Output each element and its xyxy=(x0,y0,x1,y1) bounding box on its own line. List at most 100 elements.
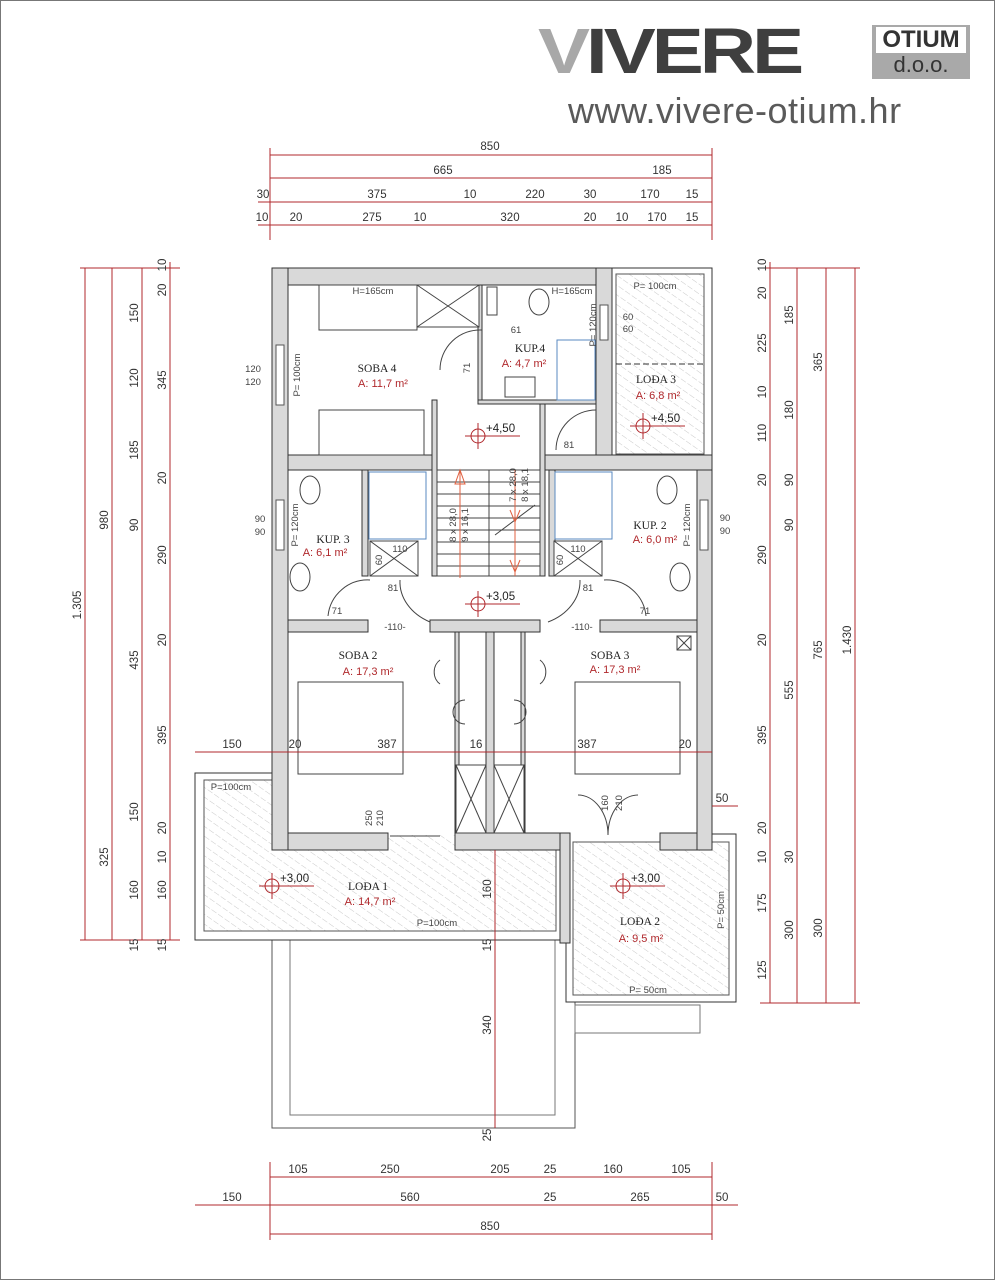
dimension-label: 25 xyxy=(544,1164,557,1176)
dimension-label: 10 xyxy=(157,259,169,272)
dimension-label: 15 xyxy=(482,939,494,952)
staircase xyxy=(436,468,541,578)
logo-otium: OTIUM xyxy=(876,27,966,53)
dimension-label: 20 xyxy=(157,822,169,835)
dimension-label: 90 xyxy=(784,474,796,487)
plan-annotation: 61 xyxy=(511,325,522,336)
room-area: A: 14,7 m² xyxy=(345,896,396,908)
plan-annotation: P= 100cm xyxy=(633,281,676,292)
dimension-label: 290 xyxy=(157,545,169,564)
room-area: A: 11,7 m² xyxy=(358,378,408,390)
dimension-label: 555 xyxy=(784,680,796,699)
room-name: LOĐA 1 xyxy=(348,881,388,893)
room-area: A: 6,8 m² xyxy=(636,390,681,402)
plan-annotation: 110 xyxy=(570,544,585,555)
logo-doo: d.o.o. xyxy=(893,52,949,77)
toilet-kup-4 xyxy=(528,288,550,316)
dimension-label: 10 xyxy=(256,212,269,224)
dimension-label: 120 xyxy=(129,368,141,387)
dimension-label: 20 xyxy=(757,634,769,647)
dimension-label: 160 xyxy=(603,1164,622,1176)
room-name: LOĐA 3 xyxy=(636,374,676,386)
dimension-label: 20 xyxy=(157,284,169,297)
plan-annotation: 250 xyxy=(364,810,375,826)
plan-annotation: H=165cm xyxy=(353,286,394,297)
dimension-label: 395 xyxy=(157,725,169,744)
level-markers xyxy=(259,413,685,899)
dimension-label: 150 xyxy=(129,303,141,322)
dimension-label: 10 xyxy=(157,851,169,864)
dimension-label: 185 xyxy=(784,305,796,324)
dimension-label: 170 xyxy=(647,212,666,224)
dimension-label: 20 xyxy=(757,474,769,487)
company-logo: VIVERE OTIUM d.o.o. xyxy=(538,15,978,92)
dimension-label: 180 xyxy=(784,400,796,419)
plan-annotation: 90 xyxy=(720,526,731,537)
dimension-label: 10 xyxy=(464,189,477,201)
dimension-label: 265 xyxy=(630,1192,649,1204)
dimension-label: 20 xyxy=(157,634,169,647)
level-label: +3,00 xyxy=(631,873,660,885)
walls xyxy=(271,267,713,944)
dimension-label: 30 xyxy=(784,851,796,864)
dimension-label: 387 xyxy=(377,739,396,751)
dimension-label: 50 xyxy=(716,793,729,805)
plan-annotation: 210 xyxy=(614,795,625,811)
dimension-label: 150 xyxy=(222,739,241,751)
shower-kup-2 xyxy=(554,471,613,540)
level-label: +4,50 xyxy=(651,413,680,425)
plan-annotation: 8 x 18,1 xyxy=(520,468,531,502)
plan-annotation: 71 xyxy=(332,606,343,617)
plan-annotation: 120 xyxy=(245,364,261,375)
dimension-label: 15 xyxy=(129,939,141,952)
level-marker-icon xyxy=(610,873,665,899)
terrace-outline xyxy=(271,939,576,1129)
sink-kup-4 xyxy=(504,376,536,398)
windows xyxy=(275,304,709,551)
dimension-label: 10 xyxy=(757,386,769,399)
dimension-label: 980 xyxy=(99,510,111,529)
dimension-label: 160 xyxy=(129,880,141,899)
plan-annotation: 90 xyxy=(255,527,266,538)
shower-kup-3 xyxy=(368,471,427,540)
doors xyxy=(327,329,647,837)
level-label: +3,05 xyxy=(486,591,515,603)
dimension-label: 15 xyxy=(686,189,699,201)
dimension-label: 10 xyxy=(757,851,769,864)
dimension-label: 435 xyxy=(129,650,141,669)
sink-kup-2 xyxy=(669,562,691,592)
bed-soba-4-bottom xyxy=(318,409,425,456)
dimension-label: 15 xyxy=(157,939,169,952)
dimension-label: 225 xyxy=(757,333,769,352)
dimension-label: 850 xyxy=(480,1221,499,1233)
dimension-label: 10 xyxy=(757,259,769,272)
toilet-kup-2 xyxy=(656,475,678,505)
website-url[interactable]: www.vivere-otium.hr xyxy=(568,90,902,131)
dimension-label: 20 xyxy=(290,212,303,224)
room-area: A: 17,3 m² xyxy=(590,664,641,676)
toilet-kup-3 xyxy=(299,475,321,505)
room-name: KUP. 3 xyxy=(316,534,349,546)
plan-annotation: P=100cm xyxy=(211,782,251,793)
dimension-label: 16 xyxy=(470,739,483,751)
plan-annotation: P= 120cm xyxy=(682,503,693,546)
terrace-inner xyxy=(289,939,556,1116)
room-area: A: 17,3 m² xyxy=(343,666,394,678)
plan-annotation: 9 x 16,1 xyxy=(460,508,471,542)
plan-annotation: 90 xyxy=(720,513,731,524)
dimension-label: 150 xyxy=(129,802,141,821)
level-marker-icon xyxy=(259,873,314,899)
dimension-label: 320 xyxy=(500,212,519,224)
room-name: KUP. 2 xyxy=(633,520,666,532)
dimension-label: 275 xyxy=(362,212,381,224)
dimension-label: 220 xyxy=(525,189,544,201)
plan-annotation: P= 50cm xyxy=(716,891,727,929)
room-name: KUP.4 xyxy=(515,343,546,355)
plan-annotation: H=165cm xyxy=(552,286,593,297)
room-name: SOBA 2 xyxy=(339,650,378,662)
dimension-label: 150 xyxy=(222,1192,241,1204)
plan-annotation: 71 xyxy=(640,606,651,617)
dimension-lines xyxy=(80,148,860,1240)
plan-annotation: 160 xyxy=(600,795,611,811)
plan-annotation: P= 100cm xyxy=(292,353,303,396)
